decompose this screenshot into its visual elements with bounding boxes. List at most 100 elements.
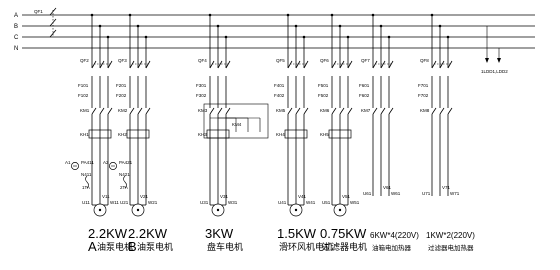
breaker-blade — [145, 60, 151, 69]
power-rating: 1.5KW — [277, 226, 317, 241]
terminal-label: V21 — [140, 194, 149, 199]
thermal-relay-label: KH2 — [118, 132, 127, 137]
terminal-label: V61 — [383, 185, 392, 190]
thermal-relay-label: KH5 — [320, 132, 329, 137]
contactor-label: KM2 — [118, 108, 128, 113]
terminal-label: W71 — [450, 191, 460, 196]
contactor-label: KM5 — [276, 108, 286, 113]
contactor-blade — [339, 107, 345, 115]
breaker-label: QF6 — [320, 58, 329, 63]
fuse-label: F702 — [418, 93, 429, 98]
terminal-label: V41 — [298, 194, 307, 199]
breaker-blade — [431, 60, 437, 69]
terminal-label: U31 — [200, 200, 209, 205]
ammeter-label: A1 — [65, 160, 71, 165]
contactor-blade — [439, 107, 445, 115]
motor-shaft — [294, 208, 298, 212]
breaker-label: QF7 — [361, 58, 370, 63]
contactor-blade — [287, 107, 293, 115]
breaker-blade — [209, 60, 215, 69]
breaker-blade — [331, 60, 337, 69]
power-rating: 2.2KW — [88, 226, 128, 241]
meter-label: N421 — [119, 172, 130, 177]
terminal-label: U71 — [422, 191, 431, 196]
fuse-label: F701 — [418, 83, 429, 88]
contactor-blade — [380, 107, 386, 115]
ct-coil — [123, 175, 127, 189]
breaker-blade — [225, 60, 231, 69]
contactor-blade — [129, 107, 135, 115]
contactor-blade — [225, 107, 231, 115]
contactor-blade — [295, 107, 301, 115]
motor-shaft — [98, 208, 102, 212]
fuse-label: F602 — [359, 93, 370, 98]
breaker-blade — [287, 60, 293, 69]
terminal-label: U11 — [82, 200, 90, 205]
meter-label: PA411 — [81, 160, 94, 165]
power-rating: 6KW*4(220V) — [370, 231, 419, 240]
contactor-label: KM6 — [320, 108, 330, 113]
power-rating: 0.75KW — [320, 226, 367, 241]
breaker-blade — [99, 60, 105, 69]
load-name: 过滤器电加热器 — [428, 243, 474, 252]
breaker-blade — [217, 60, 223, 69]
terminal-label: W41 — [306, 200, 316, 205]
motor-shaft — [216, 208, 220, 212]
ct-label: 1TA — [82, 185, 90, 190]
terminal-label: V11 — [102, 194, 110, 199]
fuse-label: F501 — [318, 83, 329, 88]
reversing-frame — [203, 103, 269, 139]
fuse-label: F402 — [274, 93, 285, 98]
circuit-prefix: B — [128, 239, 137, 254]
contactor-blade — [347, 107, 353, 115]
breaker-blade — [347, 60, 353, 69]
breaker-blade — [129, 60, 135, 69]
contactor-label: KM7 — [361, 108, 371, 113]
terminal-label: W51 — [350, 200, 360, 205]
power-rating: 1KW*2(220V) — [426, 231, 475, 240]
terminal-label: U41 — [278, 200, 287, 205]
power-rating: 2.2KW — [128, 226, 168, 241]
bus-label-n: N — [14, 46, 18, 52]
contactor-blade — [137, 107, 143, 115]
arrow-icon — [497, 58, 501, 63]
fuse-label: F502 — [318, 93, 329, 98]
contactor-label: KM1 — [80, 108, 90, 113]
fuse-label: F601 — [359, 83, 370, 88]
breaker-blade — [91, 60, 97, 69]
breaker-label: QF5 — [276, 58, 285, 63]
meter-label: PA421 — [119, 160, 133, 165]
contactor-blade — [431, 107, 437, 115]
contactor-blade — [331, 107, 337, 115]
fuse-label: F302 — [196, 93, 207, 98]
load-name: 油箱电加热器 — [372, 243, 412, 252]
load-name: 油泵电机 — [137, 241, 173, 252]
fuse-label: F201 — [116, 83, 127, 88]
main-breaker-symbol — [49, 7, 57, 38]
breaker-blade — [137, 60, 143, 69]
terminal-label: U61 — [363, 191, 372, 196]
contactor-label: KM8 — [420, 108, 430, 113]
terminal-label: W21 — [148, 200, 158, 205]
bus-bars — [22, 14, 535, 49]
breaker-blade — [447, 60, 453, 69]
breaker-label: QF4 — [198, 58, 207, 63]
thermal-relay-label: KH1 — [80, 132, 89, 137]
circuit-prefix: A — [88, 239, 97, 254]
breaker-blade — [380, 60, 386, 69]
arrow-icon — [485, 58, 489, 63]
motor-shaft — [338, 208, 342, 212]
terminal-label: V31 — [220, 194, 229, 199]
bus-tap-label: 1LDD1,LDD2 — [481, 69, 508, 74]
ct-coil — [85, 175, 89, 189]
contactor-blade — [91, 107, 97, 115]
contactor-blade — [303, 107, 309, 115]
ammeter-label: A2 — [103, 160, 109, 165]
breaker-label: QF3 — [118, 58, 127, 63]
breaker-blade — [339, 60, 345, 69]
motor-shaft — [136, 208, 140, 212]
terminal-label: V51 — [342, 194, 351, 199]
contactor-blade — [372, 107, 378, 115]
contactor-label: KM3 — [198, 108, 208, 113]
